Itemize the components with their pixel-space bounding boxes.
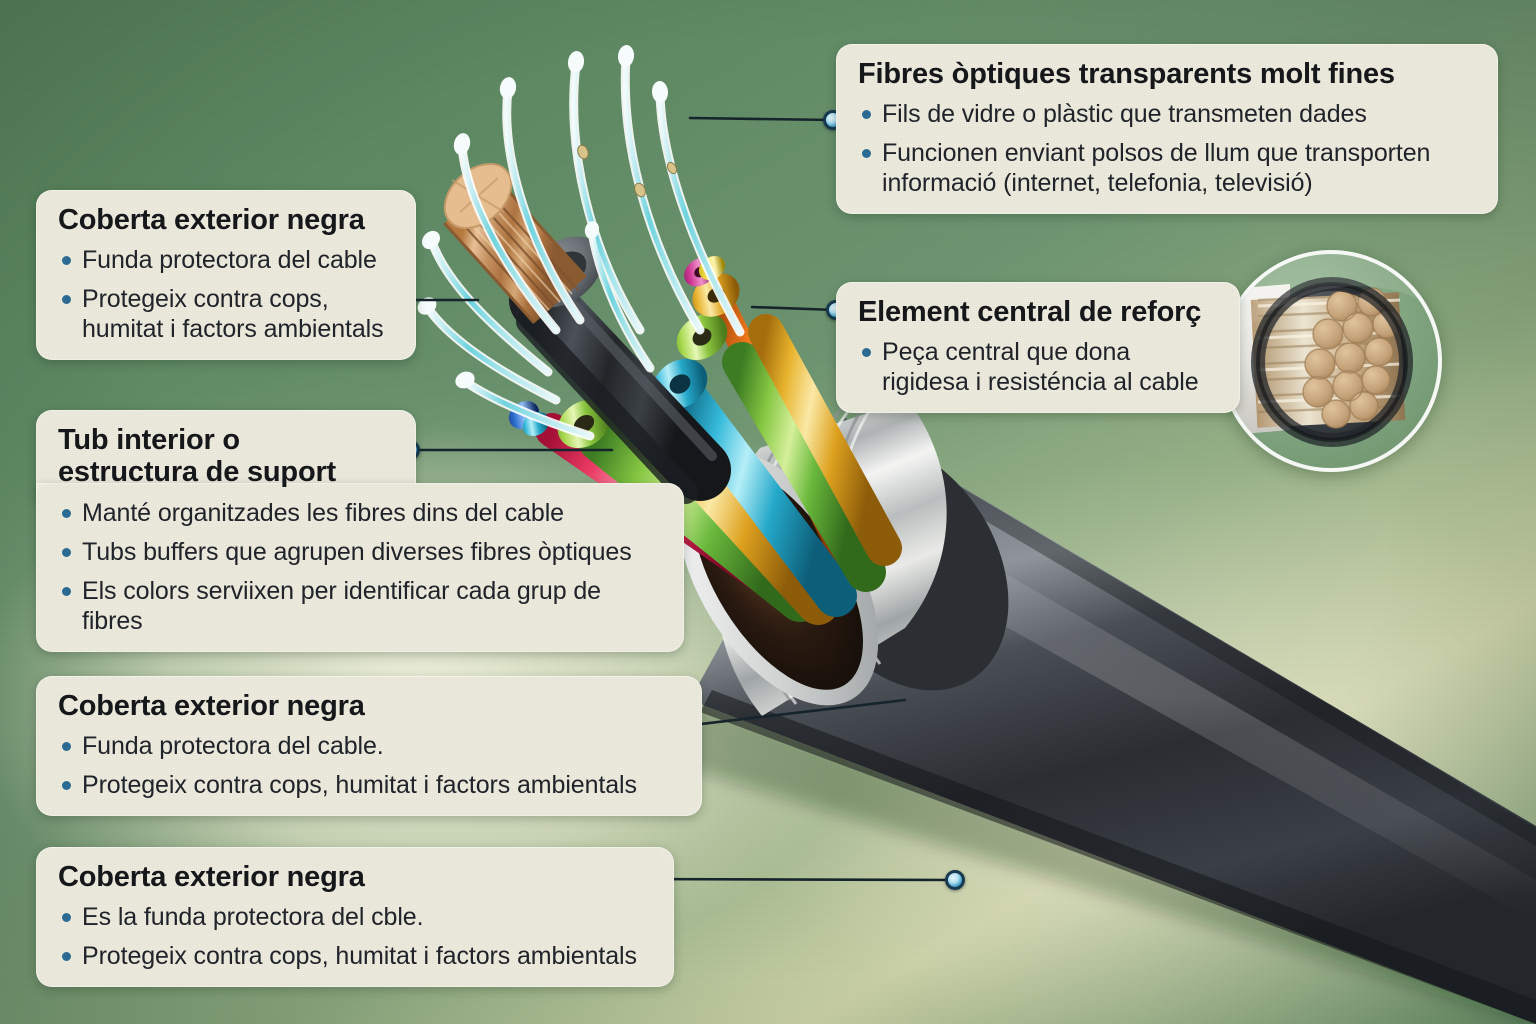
callout-fibres-bullets: Fils de vidre o plàstic que transmeten d… — [858, 99, 1476, 198]
list-item: Peça central que dona rigidesa i resisté… — [858, 337, 1218, 397]
callout-element-central-reforc: Element central de reforç Peça central q… — [836, 282, 1240, 414]
list-item: Tubs buffers que agrupen diverses fibres… — [58, 537, 662, 567]
buffer-tubes — [508, 255, 902, 625]
list-item: Fils de vidre o plàstic que transmeten d… — [858, 99, 1476, 129]
list-item: Funcionen enviant polsos de llum que tra… — [858, 138, 1476, 198]
list-item: Protegeix contra cops, humitat i factors… — [58, 941, 652, 971]
list-item: Els colors serviixen per identificar cad… — [58, 576, 662, 636]
callout-element-bullets: Peça central que dona rigidesa i resisté… — [858, 337, 1218, 397]
connector-dot-coberta3-end[interactable] — [945, 870, 965, 890]
list-item: Funda protectora del cable. — [58, 731, 680, 761]
callout-tub-bullets: Manté organitzades les fibres dins del c… — [58, 498, 662, 636]
callout-coberta-exterior-2: Coberta exterior negra Funda protectora … — [36, 676, 702, 817]
optical-fiber-strands — [417, 45, 745, 441]
list-item: Protegeix contra cops, humitat i factors… — [58, 770, 680, 800]
strand-bundle-cut-face — [1302, 287, 1402, 429]
callout-coberta-exterior-3: Coberta exterior negra Es la funda prote… — [36, 847, 674, 988]
callout-element-heading: Element central de reforç — [858, 296, 1202, 328]
callout-coberta2-bullets: Funda protectora del cable. Protegeix co… — [58, 731, 680, 800]
magnifier-inset-strength-member — [1220, 250, 1442, 472]
callout-coberta1-heading: Coberta exterior negra — [58, 204, 365, 236]
cable-outer-jacket — [690, 418, 1536, 1024]
callout-tub-heading-line1: Tub interior o — [58, 424, 240, 456]
list-item: Protegeix contra cops, humitat i factors… — [58, 284, 394, 344]
list-item: Es la funda protectora del cble. — [58, 902, 652, 932]
callout-coberta2-heading: Coberta exterior negra — [58, 690, 365, 722]
callout-coberta3-bullets: Es la funda protectora del cble. Protege… — [58, 902, 652, 971]
callout-fibres-heading: Fibres òptiques transparents molt fines — [858, 58, 1395, 90]
callout-coberta3-heading: Coberta exterior negra — [58, 861, 365, 893]
list-item: Funda protectora del cable — [58, 245, 394, 275]
callout-tub-heading-line2: estructura de suport — [58, 456, 336, 489]
callout-fibres-optiques: Fibres òptiques transparents molt fines … — [836, 44, 1498, 215]
callout-coberta-exterior-1: Coberta exterior negra Funda protectora … — [36, 190, 416, 361]
list-item: Manté organitzades les fibres dins del c… — [58, 498, 662, 528]
callout-tub-interior-body-box: Manté organitzades les fibres dins del c… — [36, 483, 684, 652]
callout-coberta1-bullets: Funda protectora del cable Protegeix con… — [58, 245, 394, 344]
